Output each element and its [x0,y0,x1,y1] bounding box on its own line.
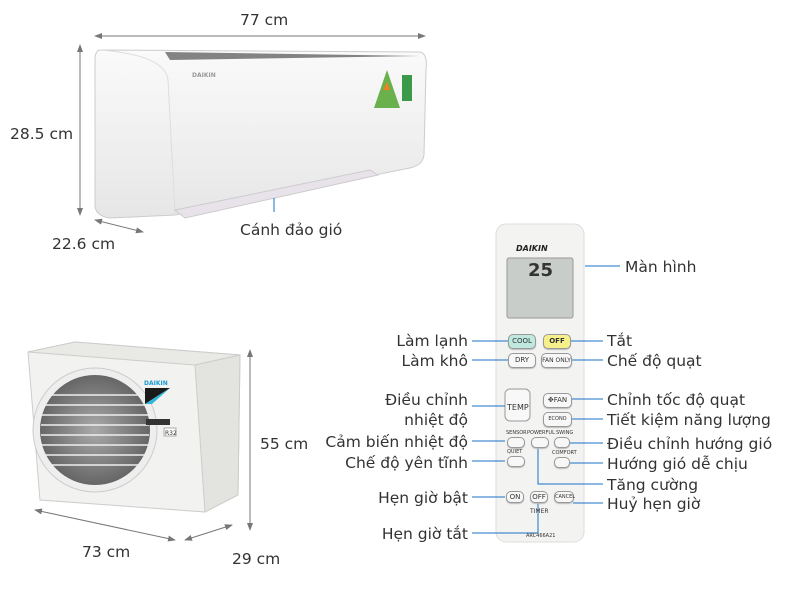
energy-rating-label [402,75,412,101]
indoor-unit: DAIKIN [94,49,427,219]
callout-timer-on: Hẹn giờ bật [378,489,468,507]
powerful-label: POWERFUL [527,430,555,436]
swing-label: SWING [556,430,574,436]
timer-off-button[interactable]: OFF [530,491,548,503]
callout-dry: Làm khô [401,352,468,370]
off-button[interactable]: OFF [543,334,571,349]
outdoor-depth-label: 29 cm [232,550,281,568]
callout-cool: Làm lạnh [396,332,468,350]
callout-sensor: Cảm biến nhiệt độ [325,433,468,451]
callout-powerful: Tăng cường [607,476,699,494]
cool-button[interactable]: COOL [508,334,536,349]
cancel-button[interactable]: CANCEL [554,491,575,503]
dry-button[interactable]: DRY [508,353,536,368]
callout-fan-speed: Chỉnh tốc độ quạt [607,391,746,409]
swing-button[interactable] [554,437,570,448]
outdoor-height-label: 55 cm [260,435,309,453]
fan-only-button[interactable]: FAN ONLY [541,353,572,368]
callout-screen: Màn hình [625,258,697,276]
indoor-depth-arrow [94,218,144,234]
comfort-label: COMFORT [552,450,577,456]
remote-model: ARC466A21 [526,533,556,539]
quiet-button[interactable] [507,456,525,467]
fan-button[interactable]: ✥FAN [543,393,572,408]
lcd-temperature: 25 [528,260,554,281]
outdoor-width-label: 73 cm [82,543,131,561]
flap-label: Cánh đảo gió [240,221,343,239]
indoor-depth-label: 22.6 cm [52,235,116,253]
remote-brand: DAIKIN [516,244,548,253]
temp-button[interactable]: TEMP [507,403,529,412]
fan-grille [40,375,150,485]
callout-econo: Tiết kiệm năng lượng [607,411,771,429]
econo-button[interactable]: ECONO [543,412,572,427]
comfort-button[interactable] [554,457,570,468]
sensor-label: SENSOR [506,430,527,436]
callout-off: Tắt [607,332,633,350]
callout-quiet: Chế độ yên tĩnh [345,454,468,472]
indoor-brand: DAIKIN [192,72,216,79]
callout-leaders [472,265,620,534]
powerful-button[interactable] [531,437,549,448]
indoor-width-label: 77 cm [240,11,289,29]
timer-on-button[interactable]: ON [506,491,524,503]
quiet-label: QUIET [507,449,523,455]
callout-timer-off: Hẹn giờ tắt [381,525,468,543]
callout-swing: Điều chỉnh hướng gió [607,435,773,453]
outdoor-unit: DAIKIN R32 [27,341,241,513]
outdoor-depth-arrow [184,524,233,541]
callout-fan-only: Chế độ quạt [607,352,702,370]
outdoor-brand: DAIKIN [144,380,168,387]
callout-cancel: Huỷ hẹn giờ [607,495,701,513]
callout-temp-line1: Điều chỉnh [385,391,468,409]
outdoor-width-arrow [34,508,176,542]
timer-label: TIMER [530,508,549,515]
remote-lcd [506,257,574,319]
indoor-height-label: 28.5 cm [10,125,74,143]
callout-temp-line2: nhiệt độ [404,411,468,429]
callout-comfort: Hướng gió dễ chịu [607,455,748,473]
refrigerant-label: R32 [165,430,177,437]
sensor-button[interactable] [507,437,525,448]
